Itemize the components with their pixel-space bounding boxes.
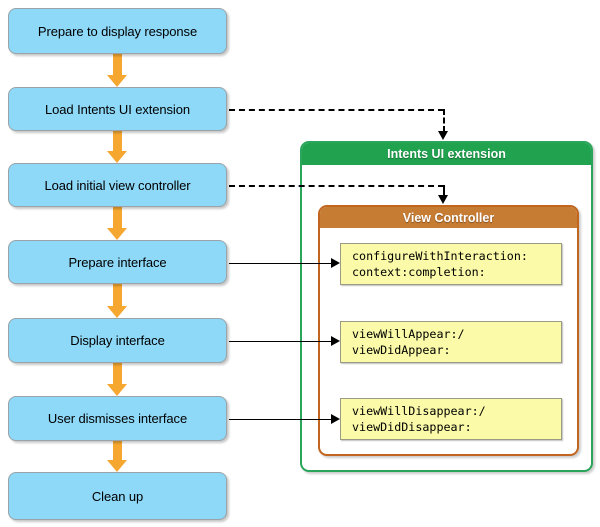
method-box-configure-with-interaction: configureWithInteraction: context:comple… [340, 243, 562, 285]
dashed-line-load-controller-horizontal [229, 185, 444, 187]
arrow-head [107, 306, 127, 318]
arrow-head [107, 151, 127, 163]
flow-box-label: Prepare to display response [37, 23, 198, 39]
solid-arrow-head-appear-methods [331, 336, 340, 346]
dashed-line-load-extension-vertical [443, 109, 445, 132]
arrow-prepare-response-to-load-extension [107, 54, 128, 87]
method-line-2: viewDidDisappear: [352, 420, 472, 434]
flow-box-label: Prepare interface [68, 254, 167, 270]
method-line-1: configureWithInteraction: [352, 249, 528, 263]
solid-line-prepare-interface [229, 263, 332, 264]
method-box-view-will-did-appear: viewWillAppear:/ viewDidAppear: [340, 321, 562, 363]
method-line-2: context:completion: [352, 265, 486, 279]
solid-arrow-head-configure-method [331, 258, 340, 268]
flow-box-prepare-interface: Prepare interface [8, 240, 227, 284]
flow-box-user-dismisses-interface: User dismisses interface [8, 396, 227, 441]
arrow-prepare-interface-to-display-interface [107, 284, 128, 318]
method-line-1: viewWillAppear:/ [352, 327, 465, 341]
method-line-1: viewWillDisappear:/ [352, 404, 486, 418]
solid-arrow-head-disappear-methods [331, 414, 340, 424]
flow-box-label: Clean up [91, 488, 144, 504]
flow-box-label: User dismisses interface [47, 411, 188, 426]
dashed-line-load-extension-horizontal [229, 109, 444, 111]
arrow-display-interface-to-user-dismisses [107, 363, 128, 396]
flow-box-display-interface: Display interface [8, 318, 227, 363]
flow-box-label: Display interface [70, 333, 165, 348]
arrow-shaft [113, 363, 122, 384]
arrow-user-dismisses-to-clean-up [107, 441, 128, 472]
arrow-head [107, 384, 127, 396]
view-controller-header: View Controller [320, 207, 577, 228]
arrow-load-extension-to-load-controller [107, 131, 128, 163]
flow-box-label: Load Intents UI extension [45, 101, 190, 117]
flow-box-load-initial-view-controller: Load initial view controller [8, 163, 227, 207]
flow-box-prepare-to-display-response: Prepare to display response [8, 8, 227, 54]
flow-box-label: Load initial view controller [44, 177, 191, 193]
arrow-shaft [113, 54, 122, 75]
intents-ui-extension-title: Intents UI extension [387, 147, 506, 161]
arrow-head [107, 228, 127, 240]
arrow-head [107, 460, 127, 472]
intents-ui-extension-header: Intents UI extension [302, 143, 591, 165]
arrow-shaft [113, 284, 122, 306]
arrow-load-controller-to-prepare-interface [107, 207, 128, 240]
method-box-view-will-did-disappear: viewWillDisappear:/ viewDidDisappear: [340, 398, 562, 440]
solid-line-display-interface [229, 341, 332, 342]
method-line-2: viewDidAppear: [352, 343, 451, 357]
arrow-head [107, 75, 127, 87]
flow-box-load-intents-ui-extension: Load Intents UI extension [8, 87, 227, 131]
solid-line-user-dismisses-interface [229, 419, 332, 420]
arrow-shaft [113, 441, 122, 460]
dashed-line-load-controller-vertical [443, 185, 445, 196]
dashed-arrow-head-extension-panel [438, 131, 448, 140]
arrow-shaft [113, 131, 122, 151]
arrow-shaft [113, 207, 122, 228]
dashed-arrow-head-view-controller-panel [438, 195, 448, 204]
flow-box-clean-up: Clean up [8, 472, 227, 520]
view-controller-title: View Controller [402, 210, 495, 225]
